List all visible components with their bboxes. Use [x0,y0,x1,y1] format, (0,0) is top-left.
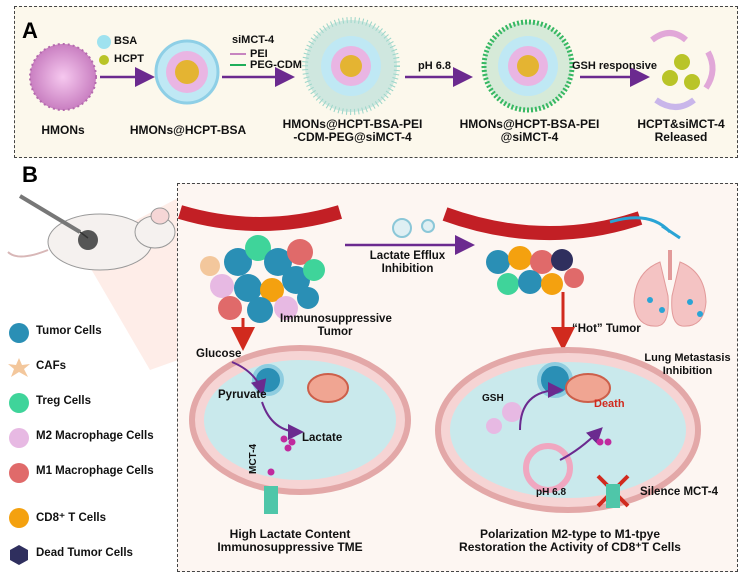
bsa-legend-dot [97,35,111,49]
panel-a-diagram [29,17,716,115]
ph-arrow-label: pH 6.8 [418,60,452,72]
peg-cdm-label: PEG-CDM [250,59,302,71]
mouse-injection-illustration [7,194,178,370]
stage-label-hmon-bsa: HMONs@HCPT-BSA [129,123,247,137]
stage-label-hmons: HMONs [41,123,85,137]
nanoparticle-1 [392,218,412,238]
released-cargo [650,30,716,110]
lungs-illustration [633,250,707,327]
hcpt-legend-dot [99,55,109,65]
hmon-simct-particle [481,19,575,113]
dead-tumor-cell-icon [10,545,28,565]
gsh-label: GSH [482,393,504,404]
ph-label: pH 6.8 [536,487,567,498]
hmon-hcpt-bsa-particle [154,39,220,105]
hot-tumor-cluster [486,246,584,295]
pyruvate-label: Pyruvate [218,389,267,401]
cd8-t-cell-icon [9,508,29,528]
legend-cd8-t-cells: CD8⁺ T Cells [6,505,206,531]
right-tumor-cell [435,347,701,513]
legend-tumor-cells: Tumor Cells [6,320,206,346]
death-label: Death [594,398,625,410]
legend-cafs: CAFs [6,355,206,381]
panel-b-letter: B [22,162,38,187]
hot-tumor-label: “Hot” Tumor [572,323,641,335]
panel-a-letter: A [22,18,38,43]
legend-m1-macrophage: M1 Macrophage Cells [6,460,206,486]
glucose-label: Glucose [196,348,242,360]
pei-label: PEI [250,48,268,60]
hmon-particle [29,43,97,111]
immunosuppressive-tumor-cluster [200,235,325,323]
nanoparticle-2 [421,219,435,233]
treg-cell-icon [9,393,29,413]
blood-vessel-right [442,207,643,241]
caf-icon [8,358,30,377]
simct4-label: siMCT-4 [232,34,275,46]
left-tumor-cell [189,345,411,514]
m1-macrophage-icon [9,463,29,483]
silence-mct4-label: Silence MCT-4 [640,486,718,498]
stage-label-peg: HMONs@HCPT-BSA-PEI-CDM-PEG@siMCT-4 [282,117,423,144]
mct4-label: MCT-4 [248,444,259,474]
m2-macrophage-icon [9,428,29,448]
legend-dead-tumor-cells: Dead Tumor Cells [6,542,206,568]
lactate-label: Lactate [302,432,343,444]
hmon-peg-particle [302,17,400,115]
stage-label-simct: HMONs@HCPT-BSA-PEI@siMCT-4 [459,117,600,144]
bsa-legend-label: BSA [114,35,138,47]
legend-treg-cells: Treg Cells [6,390,206,416]
tumor-cell-icon [9,323,29,343]
hcpt-legend-label: HCPT [114,53,144,65]
gsh-arrow-label: GSH responsive [572,60,657,72]
blood-vessel-left [177,205,343,231]
legend-m2-macrophage: M2 Macrophage Cells [6,425,206,451]
